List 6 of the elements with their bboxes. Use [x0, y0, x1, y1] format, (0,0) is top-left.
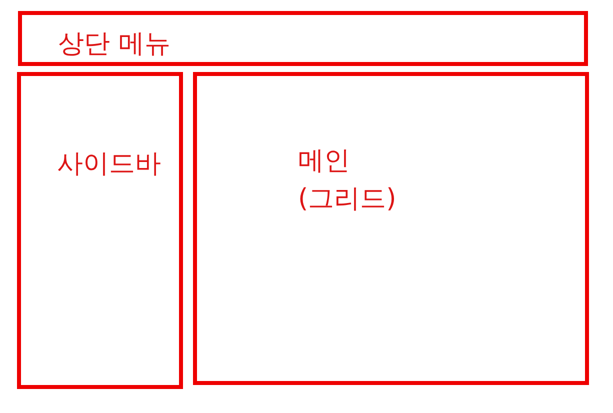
sidebar-label: 사이드바	[57, 148, 161, 181]
top-menu-region	[18, 11, 588, 66]
sidebar-region	[17, 72, 183, 389]
main-region	[193, 72, 589, 385]
main-label: 메인 (그리드)	[298, 145, 398, 216]
menu-label: 상단 메뉴	[58, 28, 170, 61]
